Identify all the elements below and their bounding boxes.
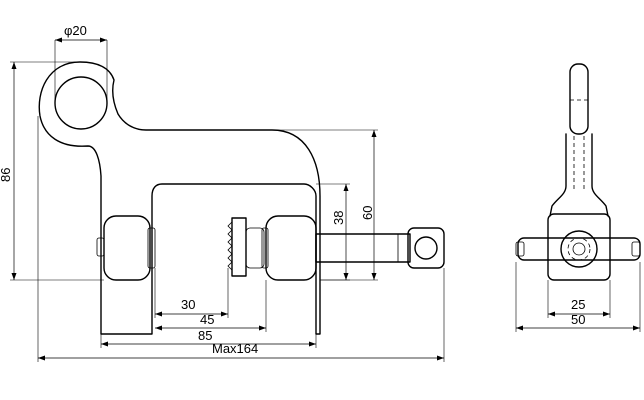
dim-label-width-45: 45 <box>200 312 214 327</box>
dim-label-height-38: 38 <box>331 211 346 225</box>
dim-height-60: 60 <box>272 129 378 281</box>
screw-shaft <box>315 227 445 269</box>
dim-max-length: Max164 <box>37 116 445 362</box>
side-bolt-outer <box>560 230 598 268</box>
dim-side-25: 25 <box>547 280 611 318</box>
toothed-pad <box>227 217 265 277</box>
dim-label-width-85: 85 <box>198 328 212 343</box>
clamp-body-outline <box>38 61 321 335</box>
shaft-eye-hole <box>414 236 438 260</box>
right-jaw-roller <box>261 215 317 281</box>
dim-side-50: 50 <box>515 262 641 332</box>
dim-label-overall-height: 86 <box>0 168 13 182</box>
clamp-body <box>38 61 321 335</box>
dim-width-30: 30 <box>154 268 229 318</box>
side-view <box>515 63 641 281</box>
left-jaw-roller <box>96 215 156 281</box>
dim-width-85: 85 <box>100 328 317 348</box>
dim-label-hole-diameter: φ20 <box>64 23 87 38</box>
dim-hole-diameter: φ20 <box>54 23 108 100</box>
dim-label-side-50: 50 <box>571 312 585 327</box>
dim-height-38: 38 <box>316 183 350 281</box>
lifting-eye-hole <box>54 76 108 130</box>
dim-label-height-60: 60 <box>360 206 375 220</box>
dim-label-max-length: Max164 <box>212 341 258 356</box>
dim-label-side-25: 25 <box>571 297 585 312</box>
dim-label-width-30: 30 <box>181 297 195 312</box>
dim-width-45: 45 <box>155 280 267 332</box>
dim-overall-height: 86 <box>0 61 104 281</box>
